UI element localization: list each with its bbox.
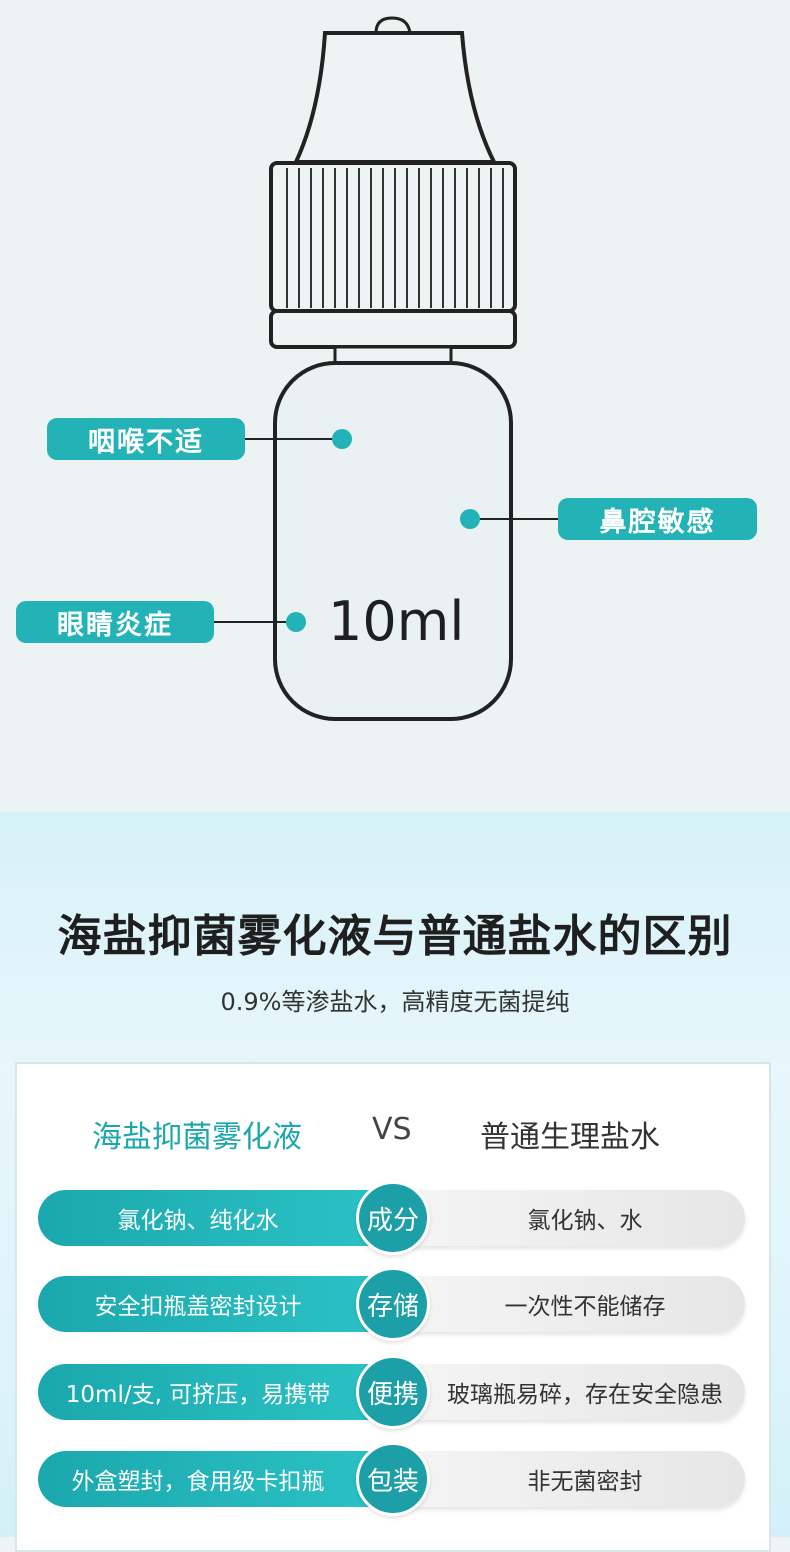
row-badge-ingredients: 成分 <box>356 1181 430 1255</box>
vs-label: VS <box>372 1112 412 1147</box>
row-badge-packaging: 包装 <box>356 1442 430 1516</box>
label-eyes: 眼睛炎症 <box>16 601 214 643</box>
bottle-volume-label: 10ml <box>328 590 465 653</box>
section-subtitle: 0.9%等渗盐水，高精度无菌提纯 <box>220 988 570 1016</box>
dot-eyes <box>286 612 306 632</box>
dot-throat <box>332 429 352 449</box>
right-column-header: 普通生理盐水 <box>480 1120 660 1155</box>
row-badge-storage: 存储 <box>356 1267 430 1341</box>
dot-nose <box>460 509 480 529</box>
row-badge-portable: 便携 <box>356 1355 430 1429</box>
row-right-ingredients: 氯化钠、水 <box>395 1190 745 1246</box>
row-right-packaging: 非无菌密封 <box>395 1451 745 1507</box>
product-illustration-section: 10ml 咽喉不适 鼻腔敏感 眼睛炎症 <box>16 16 757 721</box>
cap-ribs <box>286 168 504 308</box>
row-right-portable: 玻璃瓶易碎，存在安全隐患 <box>395 1364 745 1420</box>
row-left-portable: 10ml/支, 可挤压，易携带 <box>38 1364 398 1420</box>
row-left-storage: 安全扣瓶盖密封设计 <box>38 1276 398 1332</box>
row-left-ingredients: 氯化钠、纯化水 <box>38 1190 398 1246</box>
label-nose: 鼻腔敏感 <box>558 498 757 540</box>
section-title: 海盐抑菌雾化液与普通盐水的区别 <box>57 911 733 962</box>
left-column-header: 海盐抑菌雾化液 <box>92 1120 302 1155</box>
nozzle-shape <box>292 31 498 164</box>
bottle-body-shape <box>273 361 513 721</box>
row-right-storage: 一次性不能储存 <box>395 1276 745 1332</box>
row-left-packaging: 外盒塑封，食用级卡扣瓶 <box>38 1451 398 1507</box>
label-throat: 咽喉不适 <box>47 418 245 460</box>
nozzle-tip-shape <box>374 16 412 34</box>
cap-band-shape <box>269 309 517 349</box>
bottle-illustration <box>213 16 558 721</box>
